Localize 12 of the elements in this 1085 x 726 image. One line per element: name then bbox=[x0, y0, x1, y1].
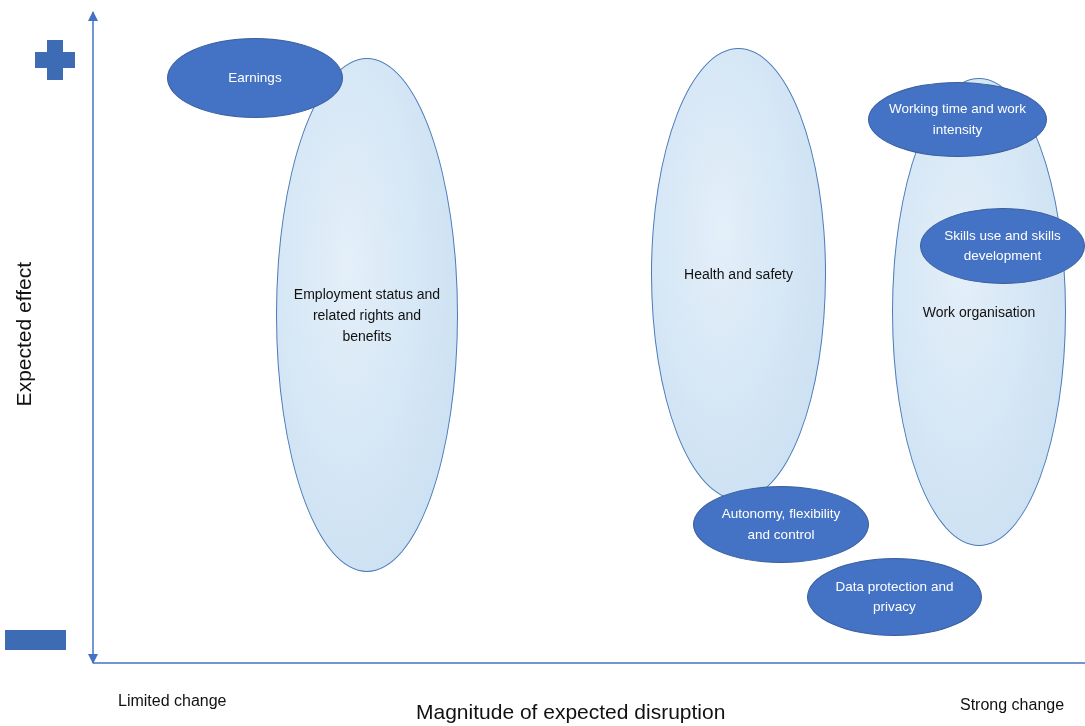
axis-end-label: Limited change bbox=[118, 692, 227, 710]
axis-title: Expected effect bbox=[12, 262, 36, 407]
axis-end-label: Strong change bbox=[960, 696, 1065, 714]
axis-title: Magnitude of expected disruption bbox=[416, 700, 726, 724]
ellipse-label: Data protection and privacy bbox=[834, 577, 955, 616]
ellipse-label: Employment status and related rights and benefits bbox=[292, 284, 442, 346]
ellipse-label: Health and safety bbox=[684, 264, 793, 284]
ellipse-label: Autonomy, flexibility and control bbox=[721, 505, 841, 544]
ellipse-label: Working time and work intensity bbox=[887, 100, 1028, 139]
ellipse-label: Work organisation bbox=[922, 302, 1036, 322]
ellipse-label: Skills use and skills development bbox=[943, 226, 1062, 265]
ellipse-label: Earnings bbox=[228, 68, 282, 87]
